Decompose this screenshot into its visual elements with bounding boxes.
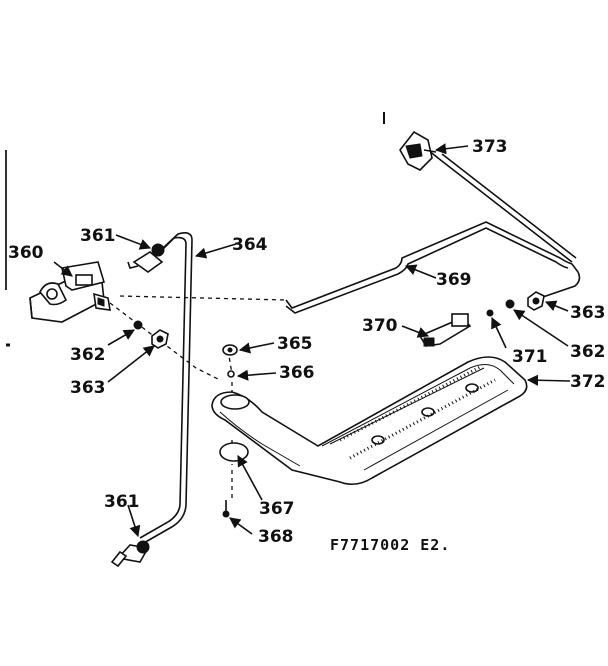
callout-368: 368 [258, 527, 294, 547]
leader-lines [53, 143, 571, 538]
washer-366 [227, 370, 235, 378]
callout-372: 372 [570, 372, 606, 392]
gas-tube-364 [139, 232, 193, 545]
washer-362-left [133, 320, 143, 330]
figure-code: F7717002 E2. [330, 536, 450, 554]
callout-365: 365 [277, 334, 313, 354]
washer-371 [486, 309, 494, 317]
callout-363-left: 363 [70, 378, 106, 398]
callout-364: 364 [232, 235, 268, 255]
callout-367: 367 [259, 499, 295, 519]
gas-tube-369 [285, 149, 581, 314]
fitting-361-upper [127, 243, 165, 273]
nut-363-right [527, 291, 545, 311]
callout-373: 373 [472, 137, 508, 157]
callout-362-right: 362 [570, 342, 606, 362]
valve-360 [29, 261, 111, 323]
callout-361-lower: 361 [104, 492, 140, 512]
callout-366: 366 [279, 363, 315, 383]
shield-367 [219, 442, 249, 462]
nut-363-left [151, 329, 169, 349]
callout-362-left: 362 [70, 345, 106, 365]
igniter-373 [399, 130, 437, 171]
screw-368 [222, 500, 230, 518]
callout-361-upper: 361 [80, 226, 116, 246]
callout-363-right: 363 [570, 303, 606, 323]
fitting-361-lower [110, 540, 150, 568]
callout-371: 371 [512, 347, 548, 367]
nut-365 [222, 344, 238, 356]
callout-369: 369 [436, 270, 472, 290]
callout-360: 360 [8, 243, 44, 263]
washer-362-right [505, 299, 515, 309]
bracket-370 [418, 313, 472, 347]
callout-370: 370 [362, 316, 398, 336]
burner-372 [211, 356, 528, 486]
